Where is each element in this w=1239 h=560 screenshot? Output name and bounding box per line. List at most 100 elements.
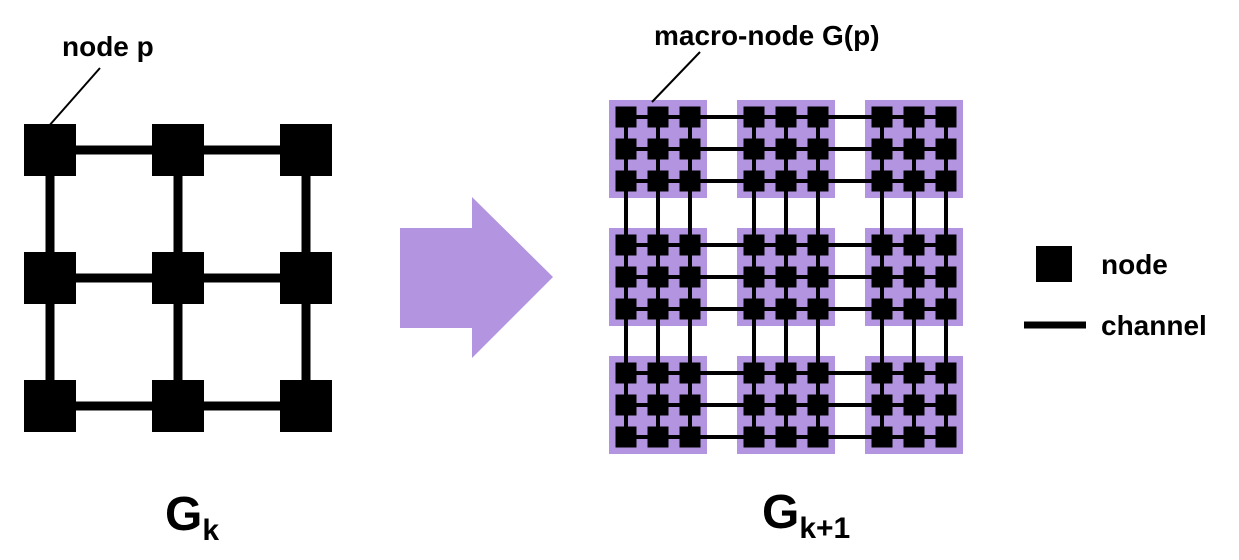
- right-node: [903, 426, 925, 448]
- right-node: [679, 298, 701, 320]
- left-node: [24, 252, 76, 304]
- right-node: [775, 426, 797, 448]
- left-node: [24, 380, 76, 432]
- right-node: [615, 394, 637, 416]
- right-node: [679, 426, 701, 448]
- right-node: [743, 426, 765, 448]
- right-node: [679, 170, 701, 192]
- right-node: [775, 106, 797, 128]
- right-node: [615, 138, 637, 160]
- right-node: [615, 266, 637, 288]
- right-node: [935, 298, 957, 320]
- right-node: [775, 138, 797, 160]
- left-mesh-gk: [24, 124, 332, 432]
- right-node: [807, 106, 829, 128]
- right-node: [903, 106, 925, 128]
- right-node: [871, 170, 893, 192]
- left-title-sub: k: [202, 514, 219, 547]
- right-node: [903, 394, 925, 416]
- right-node: [871, 138, 893, 160]
- right-node: [871, 426, 893, 448]
- legend-channel-label: channel: [1101, 310, 1207, 341]
- right-node: [871, 106, 893, 128]
- left-node: [280, 124, 332, 176]
- right-node: [903, 298, 925, 320]
- right-node: [679, 138, 701, 160]
- left-node: [152, 124, 204, 176]
- right-node: [807, 170, 829, 192]
- right-node: [807, 298, 829, 320]
- right-node: [647, 106, 669, 128]
- right-node: [647, 394, 669, 416]
- left-title-main: G: [165, 488, 202, 541]
- right-node: [935, 266, 957, 288]
- right-node: [935, 106, 957, 128]
- right-node: [775, 234, 797, 256]
- right-node: [615, 170, 637, 192]
- right-node: [615, 426, 637, 448]
- right-node: [903, 362, 925, 384]
- right-title-main: G: [762, 486, 799, 539]
- right-node: [935, 170, 957, 192]
- right-node: [871, 394, 893, 416]
- right-node: [647, 170, 669, 192]
- legend-node-label: node: [1101, 249, 1168, 280]
- left-node: [152, 252, 204, 304]
- left-node: [24, 124, 76, 176]
- right-node: [743, 266, 765, 288]
- right-node: [935, 138, 957, 160]
- right-node: [903, 234, 925, 256]
- right-node: [935, 234, 957, 256]
- right-node: [647, 138, 669, 160]
- left-node: [280, 252, 332, 304]
- right-node: [935, 362, 957, 384]
- macro-node-pointer: [651, 51, 701, 103]
- right-node: [647, 426, 669, 448]
- right-node: [903, 266, 925, 288]
- right-node: [679, 266, 701, 288]
- right-node: [743, 394, 765, 416]
- left-node: [280, 380, 332, 432]
- right-node: [807, 394, 829, 416]
- right-node: [743, 106, 765, 128]
- legend-node-swatch: [1036, 246, 1072, 282]
- right-node: [935, 394, 957, 416]
- right-node: [679, 106, 701, 128]
- macro-node-label: macro-node G(p): [654, 20, 880, 51]
- right-node: [615, 234, 637, 256]
- right-mesh-gk1: [609, 100, 963, 454]
- right-node: [647, 298, 669, 320]
- right-node: [775, 362, 797, 384]
- right-node: [807, 362, 829, 384]
- right-node: [935, 426, 957, 448]
- node-p-label: node p: [62, 31, 154, 62]
- right-node: [743, 138, 765, 160]
- right-node: [871, 234, 893, 256]
- right-node: [743, 234, 765, 256]
- right-node: [775, 394, 797, 416]
- right-node: [679, 234, 701, 256]
- right-node: [903, 170, 925, 192]
- right-node: [615, 362, 637, 384]
- right-node: [775, 170, 797, 192]
- right-node: [743, 362, 765, 384]
- right-node: [615, 106, 637, 128]
- right-node: [807, 426, 829, 448]
- right-node: [743, 170, 765, 192]
- right-node: [615, 298, 637, 320]
- right-node: [903, 138, 925, 160]
- right-node: [647, 266, 669, 288]
- right-title-sub: k+1: [799, 512, 850, 545]
- right-node: [871, 298, 893, 320]
- right-node: [647, 362, 669, 384]
- right-node: [743, 298, 765, 320]
- right-node: [679, 362, 701, 384]
- right-node: [871, 266, 893, 288]
- node-p-pointer: [47, 67, 101, 128]
- right-node: [871, 362, 893, 384]
- right-node: [775, 266, 797, 288]
- right-node: [647, 234, 669, 256]
- left-title: Gk: [165, 488, 219, 547]
- right-node: [807, 266, 829, 288]
